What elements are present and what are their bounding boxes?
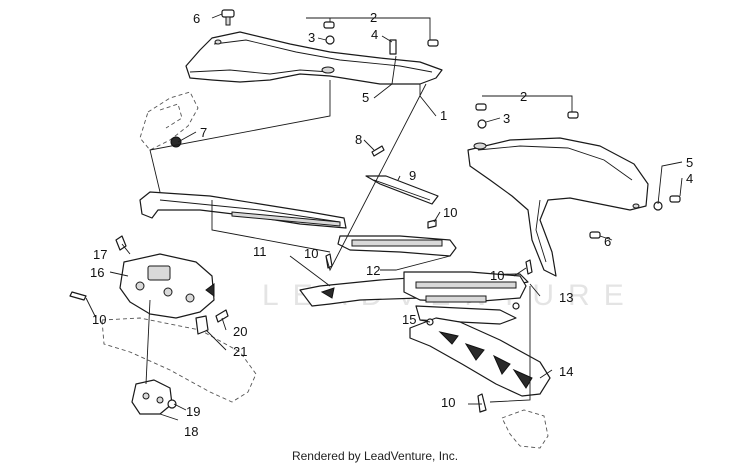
callout-10-center: 10 <box>304 246 318 261</box>
mounting-plate <box>119 253 215 319</box>
callout-14: 14 <box>559 364 573 379</box>
callout-17: 17 <box>93 247 107 262</box>
clip <box>195 315 209 335</box>
callout-1: 1 <box>440 108 447 123</box>
callout-11: 11 <box>253 244 267 259</box>
callout-6-upper: 6 <box>193 11 200 26</box>
callout-4-right: 4 <box>686 171 693 186</box>
callout-15: 15 <box>402 312 416 327</box>
callout-20: 20 <box>233 324 247 339</box>
footer-credit: Rendered by LeadVenture, Inc. <box>291 449 459 463</box>
callout-5-upper: 5 <box>362 90 369 105</box>
leader-lines <box>85 13 683 421</box>
callout-16: 16 <box>90 265 104 280</box>
lattice-plate <box>409 317 551 397</box>
callout-labels: 6 2 3 4 5 7 1 2 3 8 9 5 4 10 6 11 10 17 … <box>90 10 693 439</box>
trim-strip <box>365 175 439 205</box>
callout-18: 18 <box>184 424 198 439</box>
frame-ghost-lower-right <box>501 409 549 449</box>
right-side-panel <box>467 137 649 277</box>
callout-5-right: 5 <box>686 155 693 170</box>
callout-6-right: 6 <box>604 234 611 249</box>
callout-12: 12 <box>366 263 380 278</box>
callout-13: 13 <box>559 290 573 305</box>
callout-10-mid: 10 <box>443 205 457 220</box>
callout-10-right: 10 <box>490 268 504 283</box>
callout-7: 7 <box>200 125 207 140</box>
callout-10-bottom: 10 <box>441 395 455 410</box>
small-bracket <box>131 379 173 415</box>
upper-left-panel <box>185 31 443 85</box>
callout-8: 8 <box>355 132 362 147</box>
callout-2-right: 2 <box>520 89 527 104</box>
frame-ghost-upper-left <box>139 91 199 151</box>
callout-2-upper: 2 <box>370 10 377 25</box>
callout-19: 19 <box>186 404 200 419</box>
callout-3-upper: 3 <box>308 30 315 45</box>
callout-21: 21 <box>233 344 247 359</box>
callout-10-left: 10 <box>92 312 106 327</box>
callout-4-upper: 4 <box>371 27 378 42</box>
fasteners <box>69 9 681 413</box>
callout-9: 9 <box>409 168 416 183</box>
callout-3-right: 3 <box>503 111 510 126</box>
